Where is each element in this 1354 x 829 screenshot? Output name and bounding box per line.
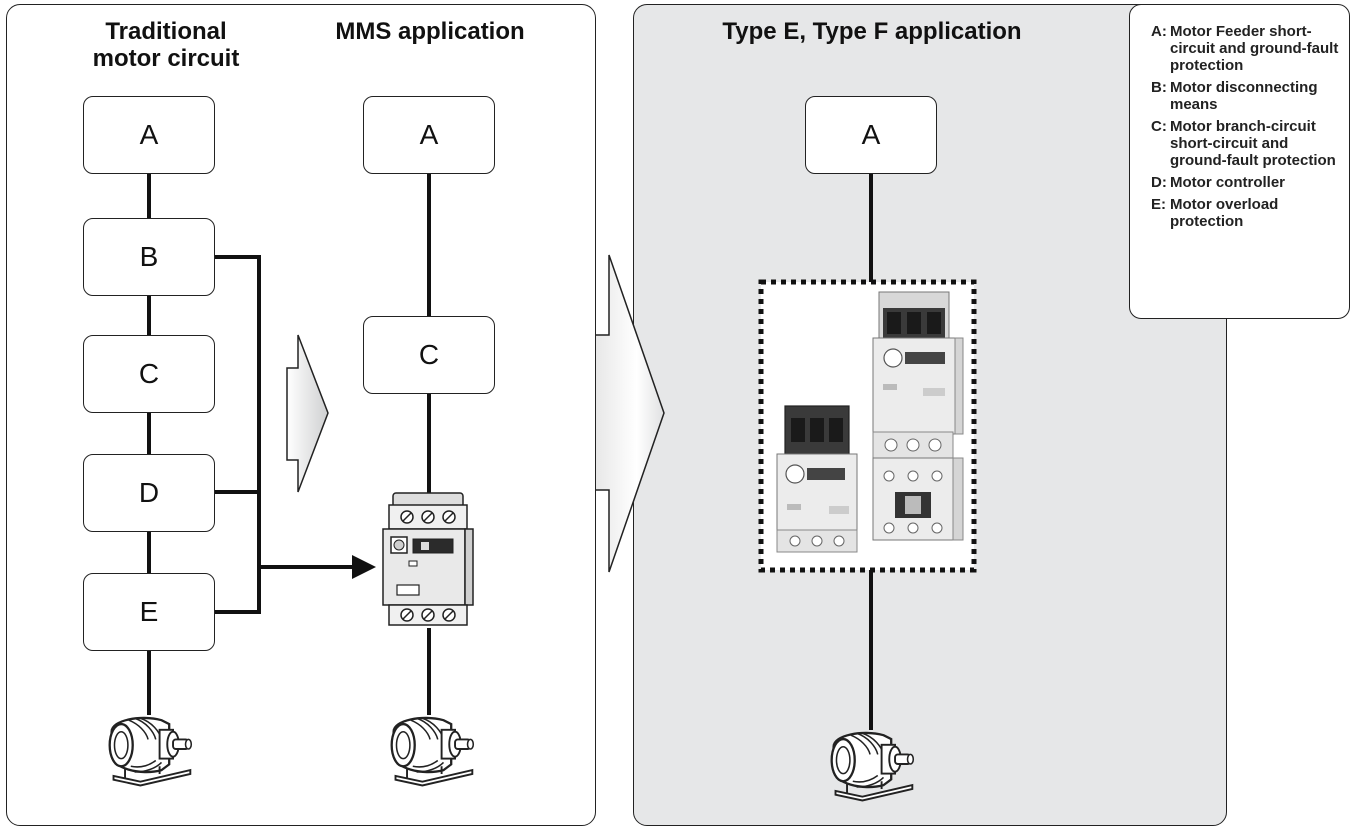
legend-key: B: (1151, 79, 1167, 96)
traditional-block-a: A (83, 96, 215, 174)
mms-device-icon (382, 492, 474, 626)
traditional-wires (147, 174, 354, 715)
large-transition-arrow (596, 254, 665, 573)
legend-item-b: B: Motor disconnecting means (1151, 79, 1341, 113)
mms-arrowhead (352, 555, 376, 579)
small-transition-arrow (286, 334, 329, 493)
traditional-block-e: E (83, 573, 215, 651)
type-ef-block-a: A (805, 96, 937, 174)
type-ef-device-icon (776, 291, 964, 553)
traditional-header-line2: motor circuit (92, 45, 240, 72)
legend-text: Motor controller (1170, 174, 1285, 191)
legend-key: D: (1151, 174, 1167, 191)
legend-key: E: (1151, 196, 1166, 213)
legend-text: Motor branch-circuit short-circuit and g… (1170, 118, 1336, 169)
legend-text: Motor Feeder short-circuit and ground-fa… (1170, 23, 1339, 74)
legend-item-a: A: Motor Feeder short-circuit and ground… (1151, 23, 1341, 74)
traditional-block-c: C (83, 335, 215, 413)
legend-key: A: (1151, 23, 1167, 40)
legend-item-c: C: Motor branch-circuit short-circuit an… (1151, 118, 1341, 169)
traditional-block-b: B (83, 218, 215, 296)
traditional-motor-icon (108, 716, 193, 787)
legend-key: C: (1151, 118, 1167, 135)
traditional-block-d: D (83, 454, 215, 532)
legend-item-e: E: Motor overload protection (1151, 196, 1341, 230)
type-ef-motor-icon (830, 731, 915, 802)
legend: A: Motor Feeder short-circuit and ground… (1129, 4, 1350, 319)
mms-motor-icon (390, 716, 475, 787)
type-ef-header: Type E, Type F application (722, 18, 1022, 45)
mms-block-a: A (363, 96, 495, 174)
mms-header: MMS application (335, 18, 525, 45)
legend-text: Motor disconnecting means (1170, 79, 1318, 113)
mms-block-c: C (363, 316, 495, 394)
legend-text: Motor overload protection (1170, 196, 1279, 230)
legend-item-d: D: Motor controller (1151, 174, 1341, 191)
traditional-header-line1: Traditional (105, 18, 227, 45)
traditional-header: Traditional motor circuit (86, 18, 246, 72)
